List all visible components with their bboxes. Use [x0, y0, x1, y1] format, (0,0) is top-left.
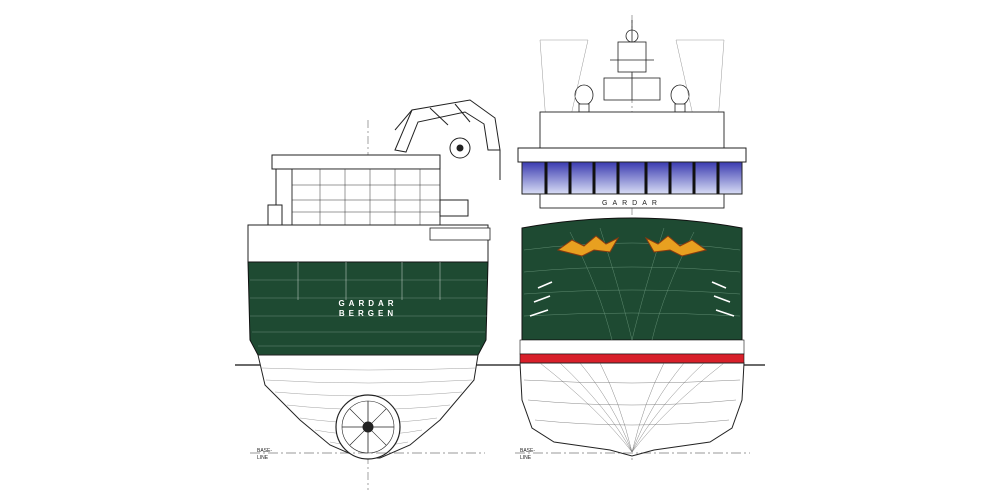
bow-boot-top-red: [519, 353, 745, 364]
stern-baseline-label-bottom: LINE: [257, 455, 269, 461]
bow-emblem-right: [644, 235, 708, 257]
bow-white-band: [519, 339, 745, 355]
bow-hull-lines: [523, 227, 741, 341]
stern-view: GARDAR BERGEN BASE- LINE: [247, 99, 501, 461]
bow-view: GARDAR: [515, 20, 750, 461]
bow-bridge-roof: [517, 147, 747, 163]
bow-mast: [603, 20, 661, 101]
bow-anchor-marks: [529, 281, 735, 317]
bow-bridge-name: GARDAR: [602, 200, 662, 207]
bow-radar-domes: [574, 84, 690, 113]
bow-bridge-base: [539, 193, 725, 209]
bow-baseline-label-top: BASE-: [520, 448, 535, 454]
stern-baseline-label-top: BASE-: [257, 448, 272, 454]
stern-hull-name: GARDAR: [338, 299, 397, 308]
stern-home-port: BERGEN: [339, 309, 397, 318]
bow-lower-hull-lines: [523, 362, 741, 453]
bow-emblem-left: [556, 235, 620, 257]
bow-green-hull: [521, 217, 743, 341]
bow-lower-hull: [519, 362, 745, 457]
bow-bridge-windows: [521, 161, 743, 195]
stern-deckhouse: [291, 168, 441, 226]
bow-window-mullions: [544, 162, 720, 194]
stern-deckhouse-roof: [271, 154, 441, 170]
stern-propeller: [335, 394, 401, 460]
stern-upper-platform: [429, 227, 491, 241]
bow-bridge-top: [539, 111, 725, 149]
bow-baseline-label-bottom: LINE: [520, 455, 532, 461]
stern-hull-lines: [250, 262, 487, 347]
